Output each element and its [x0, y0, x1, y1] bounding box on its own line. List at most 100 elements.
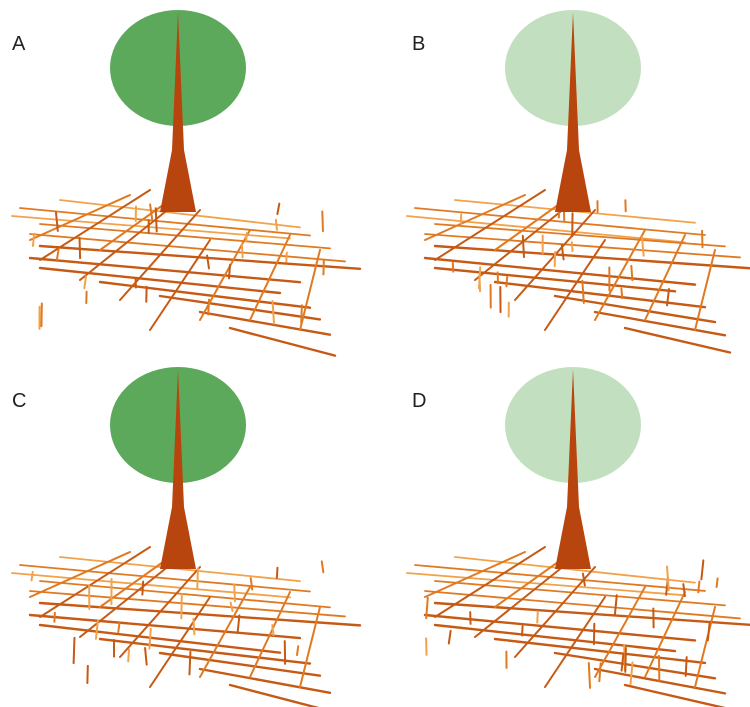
root-segment	[38, 244, 362, 271]
root-segment	[433, 244, 750, 270]
root-segment	[613, 594, 618, 617]
root-segment	[521, 625, 524, 637]
root-segment	[424, 590, 741, 620]
root-segment	[587, 662, 592, 689]
root-segment	[296, 645, 300, 657]
root-segment	[38, 601, 362, 627]
root-segment	[29, 551, 131, 598]
root-segment	[414, 564, 706, 592]
root-segment	[117, 621, 121, 633]
root-segment	[249, 234, 291, 321]
root-segment	[158, 294, 322, 321]
trunk	[160, 12, 196, 212]
root-segment	[630, 264, 634, 282]
root-segment	[644, 234, 686, 321]
root-network	[11, 546, 362, 707]
root-segment	[149, 203, 154, 220]
root-segment	[594, 229, 646, 321]
root-segment	[536, 610, 539, 624]
root-segment	[594, 586, 646, 678]
root-segment	[94, 619, 99, 640]
root-segment	[433, 601, 750, 626]
root-segment	[299, 249, 321, 331]
root-segment	[505, 275, 509, 288]
root-segment	[188, 650, 192, 676]
root-segment	[198, 310, 332, 336]
root-segment	[493, 280, 707, 309]
root-segment	[119, 566, 201, 658]
root-segment	[127, 648, 131, 663]
root-segment	[478, 274, 482, 293]
root-segment	[249, 577, 254, 591]
root-segment	[434, 189, 546, 261]
root-segment	[240, 243, 244, 259]
root-network	[11, 189, 362, 357]
root-segment	[29, 233, 346, 263]
root-segment	[406, 572, 686, 597]
root-segment	[425, 596, 429, 620]
root-segment	[29, 194, 131, 241]
root-segment	[321, 210, 324, 233]
root-segment	[434, 546, 546, 618]
root-segment	[694, 606, 716, 688]
trunk	[555, 12, 591, 212]
root-segment	[598, 662, 602, 683]
root-segment	[620, 287, 624, 300]
panel-label-a: A	[12, 33, 26, 55]
root-segment	[623, 683, 726, 707]
root-segment	[474, 556, 576, 638]
root-segment	[78, 236, 82, 260]
panel-a: A	[11, 10, 362, 357]
root-segment	[424, 194, 526, 241]
root-segment	[694, 249, 716, 331]
root-segment	[320, 560, 325, 574]
root-segment	[274, 218, 278, 231]
root-network	[406, 189, 750, 354]
root-segment	[11, 215, 291, 240]
root-segment	[98, 637, 312, 665]
root-segment	[300, 304, 303, 324]
panel-label-c: C	[12, 390, 26, 412]
root-segment	[682, 583, 686, 598]
root-segment	[560, 243, 565, 261]
root-segment	[644, 591, 686, 678]
root-segment	[28, 613, 302, 640]
root-segment	[433, 623, 677, 653]
root-segment	[684, 656, 688, 677]
panel-label-d: D	[412, 390, 426, 412]
root-segment	[624, 646, 627, 673]
root-segment	[38, 623, 282, 654]
root-segment	[706, 621, 711, 642]
root-segment	[144, 647, 148, 666]
root-segment	[514, 566, 596, 658]
root-segment	[544, 596, 606, 688]
root-segment	[59, 199, 301, 229]
root-segment	[406, 215, 686, 244]
root-segment	[553, 294, 717, 324]
root-segment	[666, 565, 670, 592]
root-segment	[299, 606, 321, 688]
root-segment	[158, 651, 322, 677]
root-segment	[434, 223, 726, 248]
root-segment	[11, 572, 291, 599]
panel-d: D	[406, 367, 750, 707]
root-segment	[454, 556, 696, 584]
root-segment	[148, 627, 152, 650]
root-segment	[31, 232, 36, 248]
root-segment	[38, 266, 282, 295]
trunk	[555, 369, 591, 569]
root-segment	[198, 667, 332, 695]
root-segment	[414, 207, 706, 236]
root-segment	[493, 637, 707, 665]
root-segment	[521, 234, 526, 259]
root-segment	[275, 566, 279, 579]
panel-c: C	[11, 367, 362, 707]
root-segment	[640, 235, 645, 257]
root-segment	[54, 211, 59, 232]
root-segment	[99, 199, 171, 251]
root-segment	[271, 300, 276, 325]
root-segment	[29, 590, 346, 618]
root-segment	[581, 572, 586, 587]
root-segment	[227, 263, 232, 280]
